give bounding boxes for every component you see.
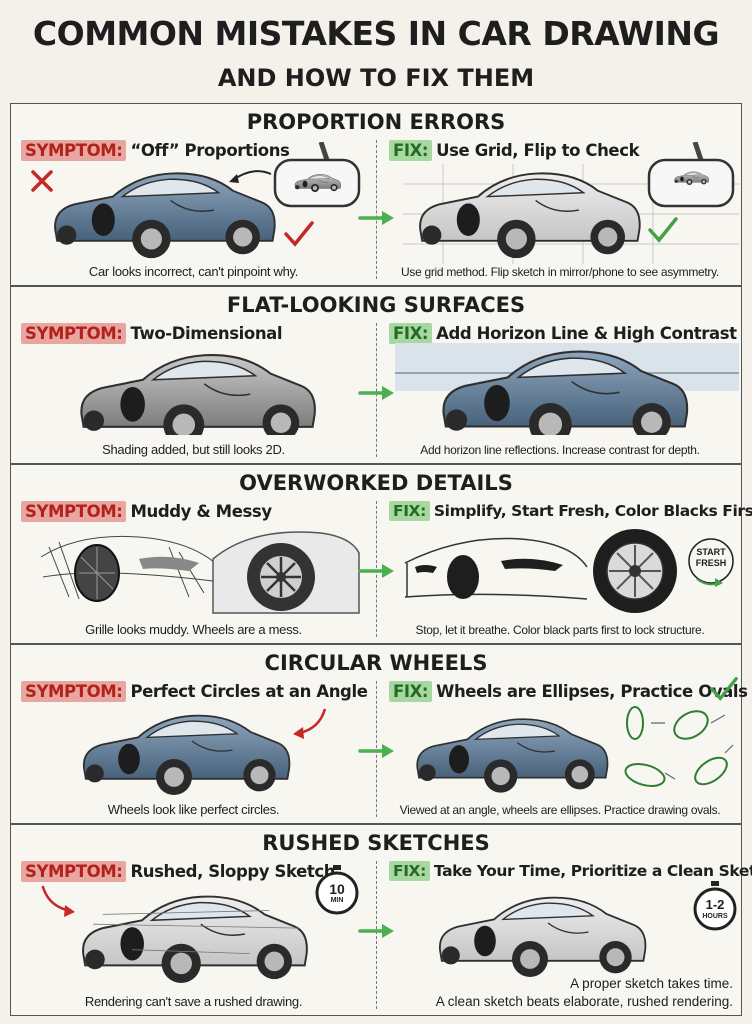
car-illustration-fix bbox=[419, 172, 641, 260]
symptom-text: Muddy & Messy bbox=[130, 502, 272, 521]
symptom-caption: Car looks incorrect, can't pinpoint why. bbox=[88, 264, 299, 279]
muddy-grille-sketch bbox=[40, 535, 216, 602]
mirror-icon bbox=[273, 142, 361, 208]
fix-caption: Viewed at an angle, wheels are ellipses.… bbox=[399, 803, 721, 817]
symptom-caption: Rendering can't save a rushed drawing. bbox=[84, 994, 303, 1009]
symptom-label: SYMPTOM:Rushed, Sloppy Sketch bbox=[21, 861, 336, 882]
fix-tag: FIX: bbox=[389, 140, 433, 161]
fix-text: Add Horizon Line & High Contrast bbox=[436, 324, 737, 343]
section-divider bbox=[376, 323, 377, 457]
page-subtitle: AND HOW TO FIX THEM bbox=[217, 64, 535, 92]
car-illustration-fix bbox=[416, 718, 609, 793]
section-overworked-details: OVERWORKED DETAILS SYMPTOM:Muddy & Messy… bbox=[10, 464, 752, 644]
green-arrow-icon bbox=[358, 742, 396, 760]
symptom-tag: SYMPTOM: bbox=[21, 681, 127, 702]
fix-text: Use Grid, Flip to Check bbox=[436, 141, 640, 160]
page-title: COMMON MISTAKES IN CAR DRAWING bbox=[32, 14, 720, 53]
refresh-icon bbox=[688, 538, 734, 587]
fix-tag: FIX: bbox=[389, 861, 430, 881]
fix-caption: Use grid method. Flip sketch in mirror/p… bbox=[401, 265, 719, 279]
start-fresh-badge: START FRESH bbox=[685, 535, 739, 591]
fix-label: FIX:Add Horizon Line & High Contrast bbox=[389, 323, 737, 344]
fix-text: Wheels are Ellipses, Practice Ovals bbox=[436, 682, 748, 701]
fix-label: FIX:Simplify, Start Fresh, Color Blacks … bbox=[389, 501, 752, 521]
fix-text: Simplify, Start Fresh, Color Blacks Firs… bbox=[433, 502, 752, 520]
symptom-tag: SYMPTOM: bbox=[21, 140, 127, 161]
checkmark-icon bbox=[284, 221, 314, 247]
car-illustration-fix bbox=[438, 896, 647, 977]
ellipse-practice-icon bbox=[624, 706, 734, 787]
section-divider bbox=[376, 861, 377, 1009]
car-illustration-symptom bbox=[82, 895, 308, 983]
badge-line2: FRESH bbox=[695, 558, 727, 568]
symptom-caption: Wheels look like perfect circles. bbox=[107, 802, 280, 817]
section-title: RUSHED SKETCHES bbox=[262, 831, 490, 855]
symptom-text: “Off” Proportions bbox=[130, 141, 290, 160]
symptom-caption: Grille looks muddy. Wheels are a mess. bbox=[85, 622, 302, 637]
symptom-tag: SYMPTOM: bbox=[21, 323, 127, 344]
fix-caption: Stop, let it breathe. Color black parts … bbox=[415, 623, 705, 637]
x-mark-icon bbox=[31, 170, 53, 192]
green-arrow-icon bbox=[358, 562, 396, 580]
car-illustration-fix bbox=[442, 350, 689, 435]
section-circular-wheels: CIRCULAR WHEELS SYMPTOM:Perfect Circles … bbox=[10, 644, 748, 824]
car-illustration-symptom bbox=[82, 714, 291, 795]
checkmark-icon bbox=[710, 677, 738, 701]
green-arrow-icon bbox=[358, 209, 396, 227]
fix-label: FIX:Wheels are Ellipses, Practice Ovals bbox=[389, 681, 748, 702]
car-illustration-symptom bbox=[80, 354, 316, 435]
timer-value: 10 bbox=[329, 881, 345, 897]
green-arrow-icon bbox=[358, 384, 396, 402]
section-title: PROPORTION ERRORS bbox=[246, 110, 506, 134]
section-flat-looking-surfaces: FLAT-LOOKING SURFACES SYMPTOM:Two-Dimens… bbox=[10, 286, 742, 464]
symptom-text: Two-Dimensional bbox=[130, 324, 283, 343]
section-title: FLAT-LOOKING SURFACES bbox=[226, 293, 526, 317]
fix-tag: FIX: bbox=[389, 501, 430, 521]
fix-tag: FIX: bbox=[389, 681, 433, 702]
symptom-caption: Shading added, but still looks 2D. bbox=[102, 442, 285, 457]
fix-caption: Add horizon line reflections. Increase c… bbox=[420, 443, 700, 457]
symptom-text: Rushed, Sloppy Sketch bbox=[130, 862, 336, 881]
symptom-label: SYMPTOM:Muddy & Messy bbox=[21, 501, 272, 522]
section-divider bbox=[376, 501, 377, 637]
timer-unit: HOURS bbox=[702, 913, 728, 920]
fix-label: FIX:Use Grid, Flip to Check bbox=[389, 140, 640, 161]
symptom-tag: SYMPTOM: bbox=[21, 501, 127, 522]
symptom-text: Perfect Circles at an Angle bbox=[130, 682, 368, 701]
timer-unit: MIN bbox=[330, 897, 344, 904]
symptom-label: SYMPTOM:Two-Dimensional bbox=[21, 323, 283, 344]
symptom-tag: SYMPTOM: bbox=[21, 861, 127, 882]
messy-wheel-sketch bbox=[212, 531, 360, 614]
mirror-icon bbox=[647, 142, 735, 208]
section-divider bbox=[376, 681, 377, 817]
clean-wheel-sketch bbox=[593, 529, 677, 613]
symptom-label: SYMPTOM:“Off” Proportions bbox=[21, 140, 290, 161]
curved-arrow-icon bbox=[229, 170, 272, 183]
section-rushed-sketches: RUSHED SKETCHES SYMPTOM:Rushed, Sloppy S… bbox=[10, 824, 752, 1016]
fix-caption-line1: A proper sketch takes time. bbox=[570, 976, 733, 991]
fix-caption: A proper sketch takes time. A clean sket… bbox=[436, 975, 733, 1011]
symptom-label: SYMPTOM:Perfect Circles at an Angle bbox=[21, 681, 368, 702]
timer-icon: 10 MIN bbox=[313, 865, 361, 915]
timer-icon: 1-2 HOURS bbox=[691, 881, 739, 931]
section-title: CIRCULAR WHEELS bbox=[264, 651, 488, 675]
checkmark-icon bbox=[648, 217, 678, 243]
fix-text: Take Your Time, Prioritize a Clean Sketc… bbox=[433, 862, 752, 880]
page-header: COMMON MISTAKES IN CAR DRAWING AND HOW T… bbox=[0, 0, 752, 100]
green-arrow-icon bbox=[358, 922, 396, 940]
badge-line1: START bbox=[696, 547, 726, 557]
fix-tag: FIX: bbox=[389, 323, 433, 344]
section-proportion-errors: PROPORTION ERRORS SYMPTOM:“Off” Proporti… bbox=[10, 103, 742, 286]
section-divider bbox=[376, 140, 377, 279]
timer-value: 1-2 bbox=[705, 897, 725, 912]
section-title: OVERWORKED DETAILS bbox=[239, 471, 513, 495]
clean-front-sketch bbox=[404, 537, 588, 600]
fix-label: FIX:Take Your Time, Prioritize a Clean S… bbox=[389, 861, 752, 881]
fix-caption-line2: A clean sketch beats elaborate, rushed r… bbox=[435, 994, 733, 1009]
red-arrow-icon bbox=[293, 708, 327, 739]
